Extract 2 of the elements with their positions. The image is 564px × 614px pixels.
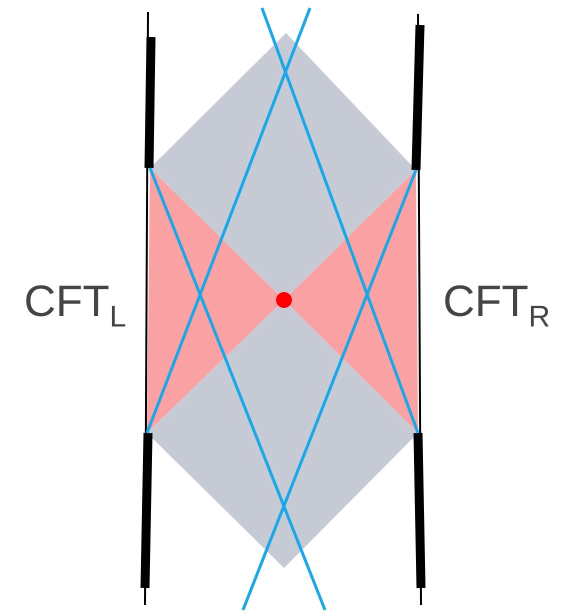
boundary-label: CFT$_{L}$: [24, 280, 126, 332]
boundary-label: CFT$_{R}$: [443, 280, 550, 332]
